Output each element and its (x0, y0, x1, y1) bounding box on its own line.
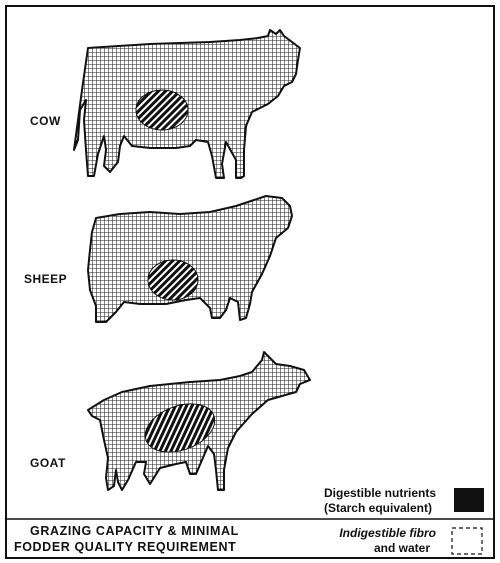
cow-label: COW (30, 114, 61, 128)
caption-line2: FODDER QUALITY REQUIREMENT (14, 540, 236, 554)
sheep-body (88, 196, 292, 322)
caption-line1: GRAZING CAPACITY & MINIMAL (30, 524, 239, 538)
goat-figure (88, 352, 310, 490)
sheep-label: SHEEP (24, 272, 67, 286)
legend-digestible-line2: (Starch equivalent) (324, 501, 432, 515)
cow-figure (74, 30, 300, 178)
sheep-figure (88, 196, 292, 322)
cow-digestible-nutrients (136, 90, 188, 130)
legend-indigestible-line1: Indigestible fibro (339, 526, 436, 540)
legend-digestible-swatch (454, 488, 484, 512)
legend-indigestible-line2: and water (374, 541, 430, 555)
goat-label: GOAT (30, 456, 66, 470)
legend-indigestible-swatch (452, 528, 482, 554)
sheep-digestible-nutrients (148, 260, 198, 300)
legend-digestible-line1: Digestible nutrients (324, 486, 436, 500)
